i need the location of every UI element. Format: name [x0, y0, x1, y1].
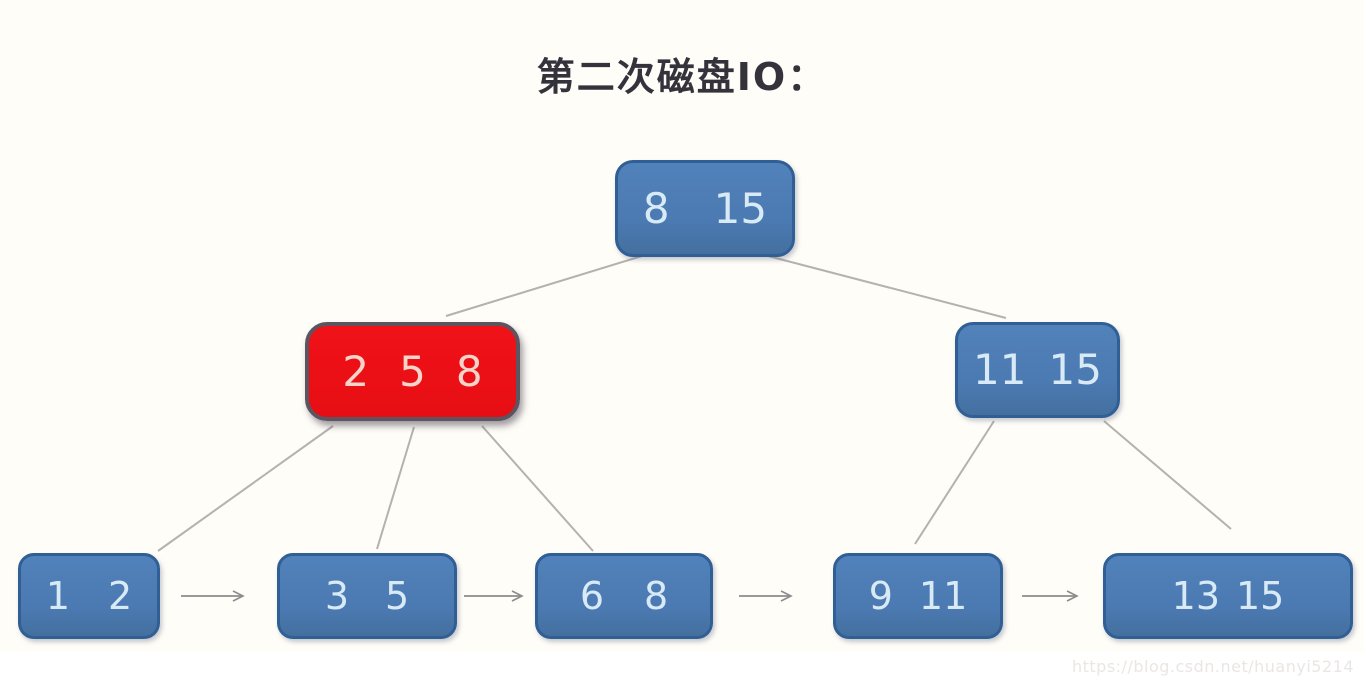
btree-leaf-node: 6 8 — [535, 553, 713, 639]
node-key: 15 — [1048, 345, 1102, 394]
background-strip — [0, 652, 1364, 684]
node-key: 1 — [45, 574, 70, 618]
btree-leaf-node: 1 2 — [18, 553, 160, 639]
node-key: 2 — [342, 346, 370, 396]
connector-line — [445, 255, 643, 317]
node-key: 5 — [385, 574, 410, 618]
diagram-title: 第二次磁盘IO： — [536, 55, 828, 99]
connector-line — [481, 425, 594, 552]
node-key: 15 — [1236, 574, 1285, 618]
btree-leaf-node: 13 15 — [1103, 553, 1353, 639]
btree-internal-node-highlighted: 2 5 8 — [305, 322, 520, 421]
node-key: 6 — [579, 574, 604, 618]
node-key: 11 — [918, 574, 968, 618]
node-key: 8 — [455, 346, 483, 396]
node-key: 3 — [324, 574, 349, 618]
btree-root-node: 8 15 — [615, 160, 795, 257]
node-key: 8 — [644, 574, 669, 618]
watermark: https://blog.csdn.net/huanyi5214 — [1071, 657, 1354, 676]
node-key: 9 — [868, 574, 893, 618]
connector-lines — [157, 255, 1232, 552]
connector-line — [376, 426, 415, 550]
node-key: 8 — [642, 183, 670, 233]
node-key: 15 — [713, 183, 768, 233]
connector-line — [914, 420, 995, 545]
btree-leaf-node: 3 5 — [277, 553, 457, 639]
connector-line — [1103, 420, 1232, 530]
connector-line — [767, 255, 1007, 319]
connector-line — [157, 425, 334, 552]
node-key: 2 — [108, 574, 133, 618]
node-key: 11 — [973, 345, 1027, 394]
node-key: 13 — [1171, 574, 1220, 618]
node-key: 5 — [399, 346, 426, 396]
btree-internal-node: 11 15 — [955, 322, 1120, 418]
btree-leaf-node: 9 11 — [833, 553, 1003, 639]
